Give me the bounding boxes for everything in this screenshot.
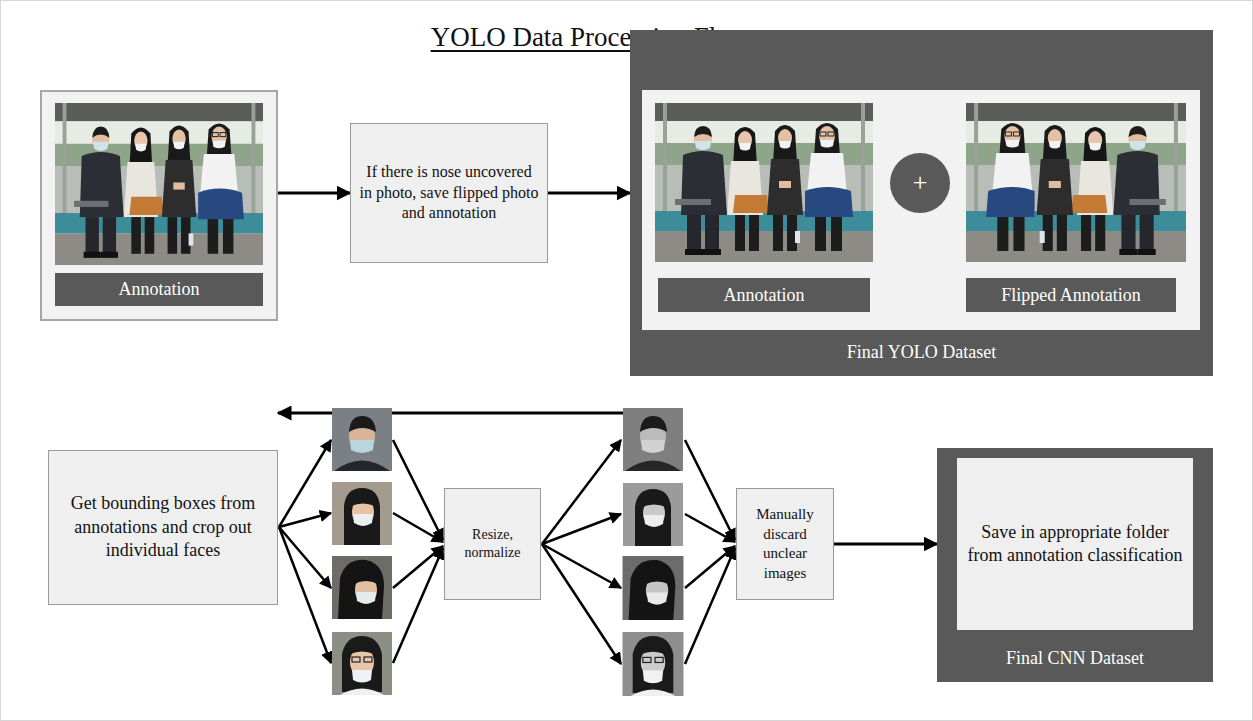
face-gray bbox=[623, 408, 683, 471]
photo bbox=[55, 103, 263, 265]
process-box: Save in appropriate folder from annotati… bbox=[957, 458, 1193, 630]
flow-arrow bbox=[278, 412, 630, 415]
fan-arrow bbox=[393, 548, 443, 663]
fan-arrow bbox=[542, 544, 621, 588]
flow-arrow bbox=[278, 192, 350, 195]
caption-bar: Annotation bbox=[658, 278, 870, 312]
node-label: Get bounding boxes from annotations and … bbox=[57, 492, 269, 562]
fan-arrow bbox=[393, 440, 443, 540]
node-label: Final YOLO Dataset bbox=[847, 342, 996, 363]
fan-arrows bbox=[279, 440, 735, 664]
node-label: Resize, normalize bbox=[453, 526, 532, 562]
face-gray bbox=[623, 483, 683, 546]
fan-arrow bbox=[279, 440, 331, 527]
fan-arrow bbox=[542, 514, 621, 544]
fan-arrow bbox=[542, 440, 621, 544]
face-crop bbox=[332, 556, 392, 619]
node-label: Annotation bbox=[724, 285, 805, 306]
face-crop bbox=[332, 408, 392, 471]
caption-bar: Flipped Annotation bbox=[966, 278, 1176, 312]
photo-frame: Annotation bbox=[40, 90, 278, 321]
fan-arrow bbox=[279, 527, 331, 588]
cropped-faces bbox=[332, 408, 392, 695]
process-box: Manually discard unclear images bbox=[736, 488, 834, 600]
flow-arrow bbox=[548, 192, 630, 195]
dataset-panel: Final YOLO Dataset Annotation + Flipped Ann… bbox=[630, 30, 1213, 376]
flipped-photo bbox=[966, 103, 1186, 262]
photo bbox=[655, 103, 873, 262]
node-label: Flipped Annotation bbox=[1001, 285, 1141, 306]
node-label: If there is nose uncovered in photo, sav… bbox=[359, 162, 539, 224]
process-box: Resize, normalize bbox=[444, 488, 541, 600]
process-box: If there is nose uncovered in photo, sav… bbox=[350, 123, 548, 263]
face-gray bbox=[623, 556, 684, 620]
face-crop bbox=[332, 632, 392, 695]
fan-arrow bbox=[685, 440, 735, 540]
flow-arrow bbox=[834, 543, 937, 546]
fan-arrow bbox=[685, 548, 735, 664]
plus-circle: + bbox=[890, 153, 950, 213]
node-label: Manually discard unclear images bbox=[745, 505, 825, 583]
fan-arrow bbox=[685, 514, 735, 542]
process-box: Get bounding boxes from annotations and … bbox=[48, 450, 278, 605]
dataset-panel: Final CNN Dataset Save in appropriate fol… bbox=[937, 448, 1213, 682]
fan-arrow bbox=[279, 527, 331, 663]
fan-arrow bbox=[542, 544, 621, 664]
node-label: + bbox=[913, 168, 928, 198]
fan-arrow bbox=[279, 513, 331, 527]
node-label: Save in appropriate folder from annotati… bbox=[967, 521, 1183, 568]
fan-arrow bbox=[393, 513, 443, 542]
normalized-faces bbox=[623, 408, 684, 696]
face-crop bbox=[332, 482, 392, 545]
node-label: Annotation bbox=[55, 273, 263, 306]
node-label: Final CNN Dataset bbox=[1006, 648, 1144, 669]
face-gray bbox=[623, 632, 684, 696]
